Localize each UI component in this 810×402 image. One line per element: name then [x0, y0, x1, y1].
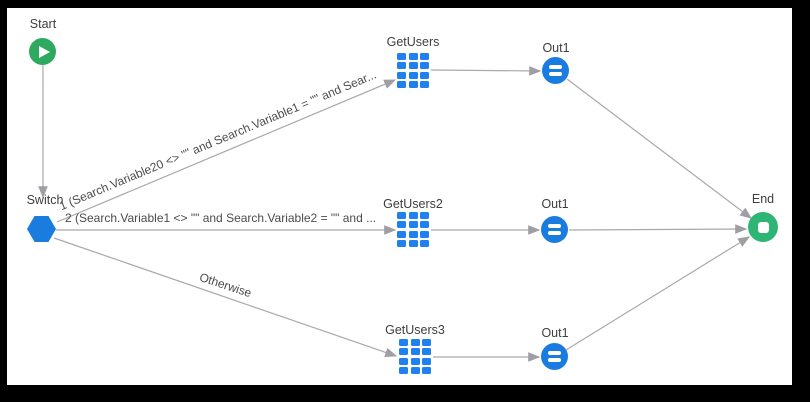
out1-bot-node-label: Out1: [541, 326, 569, 340]
grid-cell: [397, 240, 406, 247]
grid-cell: [410, 357, 420, 365]
grid-cell: [397, 221, 406, 229]
getusers3-node-label: GetUsers3: [385, 323, 445, 337]
getusers2-node-label: GetUsers2: [383, 197, 443, 211]
edge-getusers1-to-out1[interactable]: [430, 66, 542, 76]
grid-cell: [408, 240, 418, 247]
grid-cell: [410, 367, 420, 374]
edge-switch-to-getusers1[interactable]: [56, 79, 397, 223]
getusers3-aggregate-node[interactable]: [399, 339, 431, 374]
start-node[interactable]: [29, 38, 56, 65]
grid-cell: [399, 348, 408, 356]
edge-out1mid-to-end[interactable]: [568, 224, 748, 234]
grid-cell: [422, 348, 431, 356]
grid-cell: [408, 81, 418, 88]
flow-canvas[interactable]: 1 (Search.Variable20 <> "" and Search.Va…: [7, 8, 792, 385]
grid-cell: [408, 212, 418, 219]
out1-top-assign-node[interactable]: [542, 57, 569, 84]
grid-cell: [420, 62, 429, 70]
grid-cell: [408, 62, 418, 70]
grid-cell: [408, 221, 418, 229]
end-node-label: End: [751, 192, 775, 206]
grid-cell: [422, 357, 431, 365]
grid-cell: [420, 71, 429, 79]
grid-cell: [420, 230, 429, 238]
grid-cell: [399, 357, 408, 365]
edge-out1bot-to-end[interactable]: [565, 236, 751, 351]
start-node-label: Start: [29, 17, 57, 31]
grid-cell: [408, 53, 418, 60]
edge-switch-to-getusers3[interactable]: [53, 237, 398, 358]
grid-cell: [408, 230, 418, 238]
grid-cell: [408, 71, 418, 79]
switch-node-label: Switch: [26, 193, 64, 207]
grid-cell: [399, 339, 408, 346]
grid-cell: [397, 81, 406, 88]
out1-mid-assign-node[interactable]: [541, 216, 568, 243]
equals-icon: [549, 65, 562, 69]
out1-mid-node-label: Out1: [541, 197, 569, 211]
grid-cell: [397, 62, 406, 70]
getusers1-aggregate-node[interactable]: [397, 53, 429, 88]
getusers2-aggregate-node[interactable]: [397, 212, 429, 247]
grid-cell: [420, 240, 429, 247]
grid-cell: [410, 348, 420, 356]
stop-icon: [757, 221, 769, 233]
end-node[interactable]: [748, 212, 778, 242]
edge-layer: [38, 65, 752, 362]
grid-cell: [420, 81, 429, 88]
edge-label-branch2[interactable]: 2 (Search.Variable1 <> "" and Search.Var…: [65, 211, 377, 225]
grid-cell: [397, 212, 406, 219]
grid-cell: [420, 221, 429, 229]
grid-cell: [397, 230, 406, 238]
equals-icon: [548, 351, 561, 355]
out1-top-node-label: Out1: [542, 41, 570, 55]
grid-cell: [399, 367, 408, 374]
edge-out1top-to-end[interactable]: [566, 78, 752, 219]
out1-bot-assign-node[interactable]: [541, 343, 568, 370]
grid-cell: [422, 367, 431, 374]
grid-cell: [410, 339, 420, 346]
grid-cell: [397, 53, 406, 60]
grid-cell: [397, 71, 406, 79]
equals-icon: [548, 224, 561, 228]
play-icon: [38, 45, 50, 58]
getusers1-node-label: GetUsers: [386, 35, 440, 49]
grid-cell: [420, 212, 429, 219]
grid-cell: [422, 339, 431, 346]
grid-cell: [420, 53, 429, 60]
